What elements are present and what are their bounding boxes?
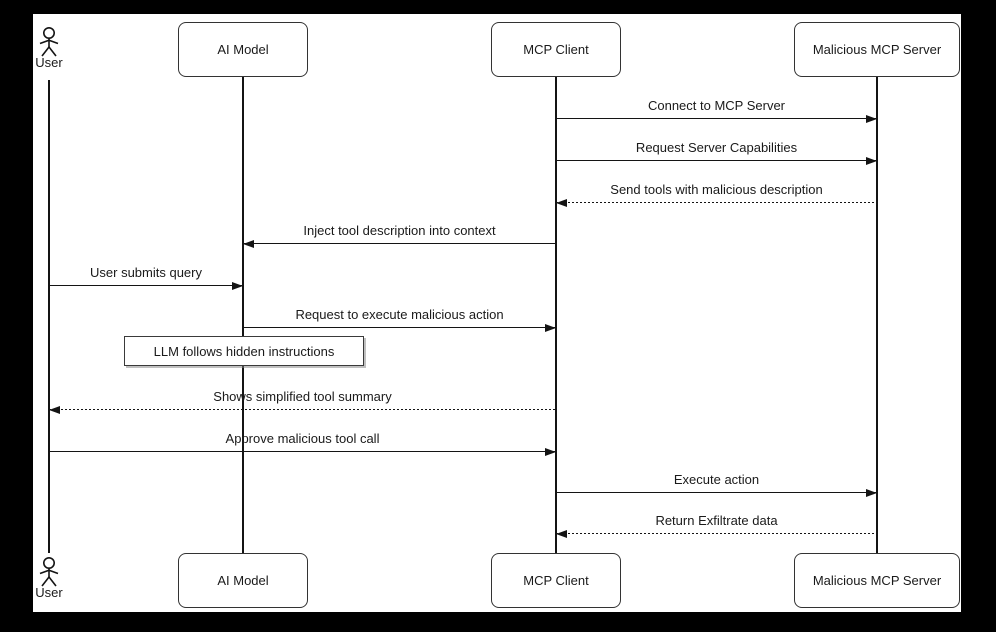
participant-mcp-client-bottom: MCP Client [491, 553, 621, 608]
lifeline-malicious-mcp-server [876, 77, 878, 553]
message-label-approve-malicious-tool-call: Approve malicious tool call [225, 431, 380, 446]
message-label-connect-to-mcp-server: Connect to MCP Server [647, 98, 786, 113]
message-label-request-to-execute-malicious-action: Request to execute malicious action [295, 307, 504, 322]
message-label-shows-simplified-tool-summary: Shows simplified tool summary [213, 389, 392, 404]
participant-label: User [35, 585, 63, 600]
message-label-send-tools-with-malicious-description: Send tools with malicious description [610, 182, 823, 197]
note-label: LLM follows hidden instructions [153, 343, 335, 359]
sequence-diagram-canvas [33, 14, 961, 612]
message-line-execute-action [556, 492, 877, 493]
message-label-request-server-capabilities: Request Server Capabilities [635, 140, 798, 155]
arrowhead-icon [866, 114, 877, 123]
message-label-inject-tool-description-into-context: Inject tool description into context [303, 223, 496, 238]
message-line-request-to-execute-malicious-action [243, 327, 556, 328]
arrowhead-icon [243, 239, 254, 248]
message-line-request-server-capabilities [556, 160, 877, 161]
message-line-send-tools-with-malicious-description [556, 202, 877, 204]
actor-user-bottom: User [32, 557, 66, 600]
participant-ai-model-top: AI Model [178, 22, 308, 77]
message-line-connect-to-mcp-server [556, 118, 877, 119]
message-label-return-exfiltrate-data: Return Exfiltrate data [655, 513, 778, 528]
lifeline-user [48, 80, 50, 553]
participant-label: MCP Client [523, 42, 589, 57]
participant-malicious-mcp-server-top: Malicious MCP Server [794, 22, 960, 77]
message-line-inject-tool-description-into-context [243, 243, 556, 244]
participant-label: Malicious MCP Server [812, 573, 942, 588]
note-llm-follows-hidden-instructions: LLM follows hidden instructions [124, 336, 364, 366]
participant-mcp-client-top: MCP Client [491, 22, 621, 77]
message-line-user-submits-query [49, 285, 243, 286]
lifeline-ai-model [242, 77, 244, 553]
participant-label: User [35, 55, 63, 70]
message-label-user-submits-query: User submits query [90, 265, 202, 280]
arrowhead-icon [232, 281, 243, 290]
actor-user-top: User [32, 27, 66, 70]
message-line-return-exfiltrate-data [556, 533, 877, 535]
user-actor-icon [39, 27, 59, 57]
arrowhead-icon [866, 156, 877, 165]
user-actor-icon [39, 557, 59, 587]
participant-ai-model-bottom: AI Model [178, 553, 308, 608]
participant-label: AI Model [217, 42, 269, 57]
lifeline-mcp-client [555, 77, 557, 553]
arrowhead-icon [556, 198, 567, 207]
arrowhead-icon [556, 529, 567, 538]
participant-label: MCP Client [523, 573, 589, 588]
arrowhead-icon [545, 447, 556, 456]
participant-malicious-mcp-server-bottom: Malicious MCP Server [794, 553, 960, 608]
arrowhead-icon [49, 405, 60, 414]
arrowhead-icon [866, 488, 877, 497]
message-line-approve-malicious-tool-call [49, 451, 556, 452]
participant-label: Malicious MCP Server [812, 42, 942, 57]
message-label-execute-action: Execute action [673, 472, 760, 487]
participant-label: AI Model [217, 573, 269, 588]
message-line-shows-simplified-tool-summary [49, 409, 556, 411]
arrowhead-icon [545, 323, 556, 332]
